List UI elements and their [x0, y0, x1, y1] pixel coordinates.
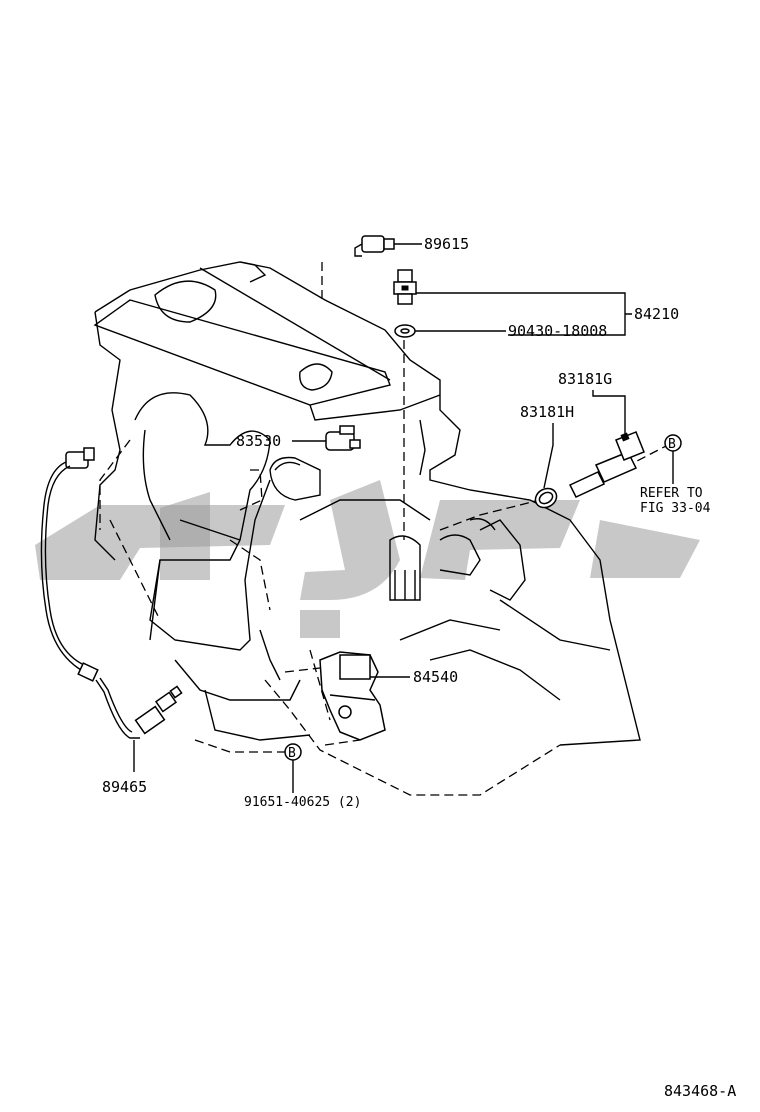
- engine-block: [93, 261, 641, 746]
- part-83181h-o-ring[interactable]: [532, 485, 560, 512]
- leader-83181h: [543, 423, 554, 489]
- marker-b-bolt-right[interactable]: B: [664, 434, 682, 452]
- part-90430-washer[interactable]: [394, 324, 416, 338]
- part-83181g-sensor[interactable]: [568, 431, 645, 498]
- leader-84210: [416, 292, 632, 336]
- part-number-91651: 91651-40625 (2): [244, 795, 361, 810]
- refer-note-line1: REFER TO: [640, 486, 703, 501]
- part-84210-sensor[interactable]: [393, 269, 417, 305]
- part-89465-oxygen-sensor[interactable]: [40, 447, 183, 739]
- part-number-84210: 84210: [634, 305, 679, 323]
- part-89615-sensor[interactable]: [354, 235, 395, 257]
- figure-id: 843468-A: [664, 1082, 736, 1100]
- part-84540-switch[interactable]: [319, 651, 386, 741]
- part-number-90430: 90430-18008: [508, 322, 607, 340]
- part-83530-sensor[interactable]: [325, 425, 361, 451]
- part-number-83530: 83530: [236, 432, 281, 450]
- marker-b-bolt-bottom[interactable]: B: [284, 743, 302, 761]
- watermark-logo: [35, 480, 700, 638]
- refer-note-line2: FIG 33-04: [640, 501, 711, 516]
- part-number-84540: 84540: [413, 668, 458, 686]
- marker-b-label-bottom: B: [288, 746, 296, 761]
- part-number-89615: 89615: [424, 235, 469, 253]
- marker-b-label: B: [668, 437, 676, 452]
- part-number-83181h: 83181H: [520, 403, 574, 421]
- leader-83181g: [592, 390, 626, 434]
- part-number-89465: 89465: [102, 778, 147, 796]
- part-number-83181g: 83181G: [558, 370, 612, 388]
